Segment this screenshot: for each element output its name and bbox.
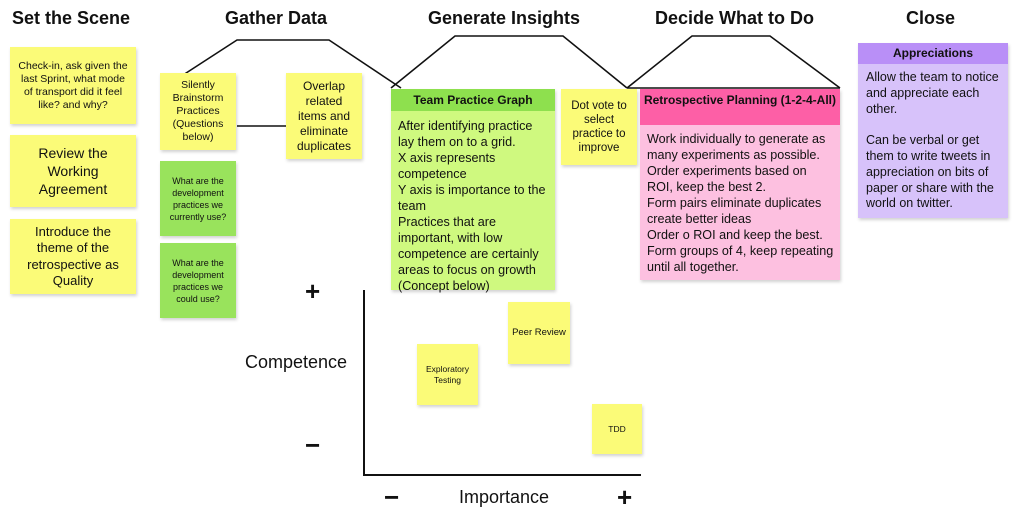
sticky-theme-text: Introduce the theme of the retrospective…	[27, 223, 119, 289]
sticky-working-agreement[interactable]: Review the Working Agreement	[10, 135, 136, 207]
connector-insights	[390, 35, 628, 89]
sticky-appreciations[interactable]: Appreciations Allow the team to notice a…	[858, 43, 1008, 218]
practice-tdd[interactable]: TDD	[592, 404, 642, 454]
sticky-checkin[interactable]: Check-in, ask given the last Sprint, wha…	[10, 47, 136, 124]
sticky-working-agreement-text: Review the Working Agreement	[38, 145, 108, 197]
heading-decide-what-to-do: Decide What to Do	[655, 8, 815, 28]
sticky-dot-vote-text: Dot vote to select practice to improve	[571, 100, 627, 154]
sticky-team-practice-graph[interactable]: Team Practice Graph After identifying pr…	[391, 89, 555, 293]
heading-close: Close	[906, 8, 956, 28]
sticky-question-current-text: What are the development practices we cu…	[169, 175, 227, 222]
practice-exploratory-testing-text: Exploratory Testing	[426, 363, 469, 385]
sticky-overlap-text: Overlap related items and eliminate dupl…	[296, 78, 352, 153]
sticky-question-current[interactable]: What are the development practices we cu…	[160, 161, 236, 236]
x-axis-line	[363, 474, 641, 476]
retrospective-planning-body: Work individually to generate as many ex…	[647, 132, 834, 274]
heading-set-the-scene: Set the Scene	[12, 8, 131, 28]
team-practice-graph-title: Team Practice Graph	[391, 89, 555, 111]
sticky-theme[interactable]: Introduce the theme of the retrospective…	[10, 219, 136, 294]
x-axis-minus: −	[384, 482, 400, 512]
sticky-checkin-text: Check-in, ask given the last Sprint, wha…	[18, 59, 128, 111]
sticky-question-could[interactable]: What are the development practices we co…	[160, 243, 236, 318]
practice-tdd-text: TDD	[608, 423, 626, 434]
practice-peer-review[interactable]: Peer Review	[508, 302, 570, 364]
team-practice-graph-body: After identifying practice lay them on t…	[398, 119, 546, 293]
x-axis-label: Importance	[459, 487, 550, 507]
appreciations-title: Appreciations	[858, 43, 1008, 64]
heading-generate-insights: Generate Insights	[428, 8, 581, 28]
appreciations-body: Allow the team to notice and appreciate …	[866, 70, 999, 211]
sticky-dot-vote[interactable]: Dot vote to select practice to improve	[561, 89, 637, 165]
connector-decide	[626, 35, 841, 89]
y-axis-label: Competence	[245, 352, 348, 372]
sticky-retrospective-planning[interactable]: Retrospective Planning (1-2-4-All) Work …	[640, 89, 840, 280]
x-axis-plus: +	[617, 482, 633, 512]
sticky-brainstorm[interactable]: Silently Brainstorm Practices (Questions…	[160, 73, 236, 150]
sticky-question-could-text: What are the development practices we co…	[172, 257, 224, 304]
y-axis-minus: −	[305, 430, 321, 460]
y-axis-plus: +	[305, 276, 321, 306]
y-axis-line	[363, 290, 365, 475]
sticky-brainstorm-text: Silently Brainstorm Practices (Questions…	[172, 79, 224, 143]
practice-peer-review-text: Peer Review	[512, 327, 566, 338]
heading-gather-data: Gather Data	[225, 8, 328, 28]
retrospective-planning-title: Retrospective Planning (1-2-4-All)	[640, 89, 840, 125]
sticky-overlap[interactable]: Overlap related items and eliminate dupl…	[286, 73, 362, 159]
practice-exploratory-testing[interactable]: Exploratory Testing	[417, 344, 478, 405]
